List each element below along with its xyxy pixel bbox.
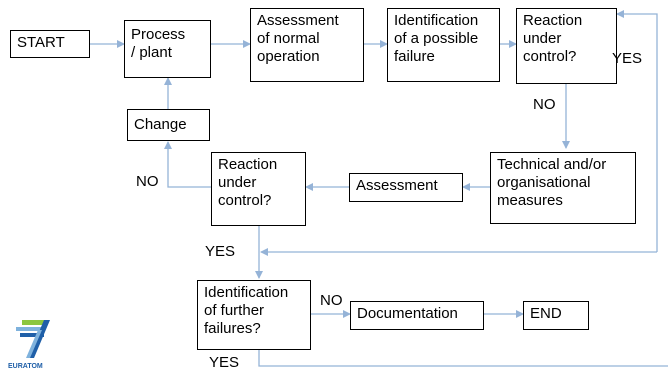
euratom-logo-text: EURATOM	[8, 363, 43, 370]
label-no-top: NO	[533, 96, 556, 113]
arrow-yes-loop-top	[616, 10, 658, 252]
label-no-bottom: NO	[320, 292, 343, 309]
identification-further-failures-box: Identification of further failures?	[197, 280, 311, 350]
start-box: START	[10, 30, 90, 58]
label-yes-bottom: YES	[209, 354, 240, 371]
technical-organisational-measures-box: Technical and/or organisational measures	[490, 152, 636, 224]
label-yes-top: YES	[612, 50, 643, 67]
documentation-box: Documentation	[350, 301, 484, 330]
reaction-under-control-mid-box: Reaction under control?	[211, 152, 306, 226]
assessment-normal-operation-box: Assessment of normal operation	[250, 8, 364, 82]
label-no-mid: NO	[136, 173, 159, 190]
identification-possible-failure-box: Identification of a possible failure	[387, 8, 500, 82]
arrow-reaction-mid-to-change	[164, 141, 211, 188]
reaction-under-control-top-box: Reaction under control?	[516, 8, 617, 84]
arrow-yes-bottom-line	[258, 350, 668, 367]
euratom-logo: EURATOM	[4, 318, 60, 375]
change-box: Change	[127, 109, 210, 141]
process-plant-box: Process / plant	[124, 20, 211, 78]
assessment-box: Assessment	[349, 173, 463, 202]
fp7-seven-logo-icon: EURATOM	[8, 320, 50, 370]
end-box: END	[523, 301, 589, 330]
label-yes-mid: YES	[205, 243, 236, 260]
